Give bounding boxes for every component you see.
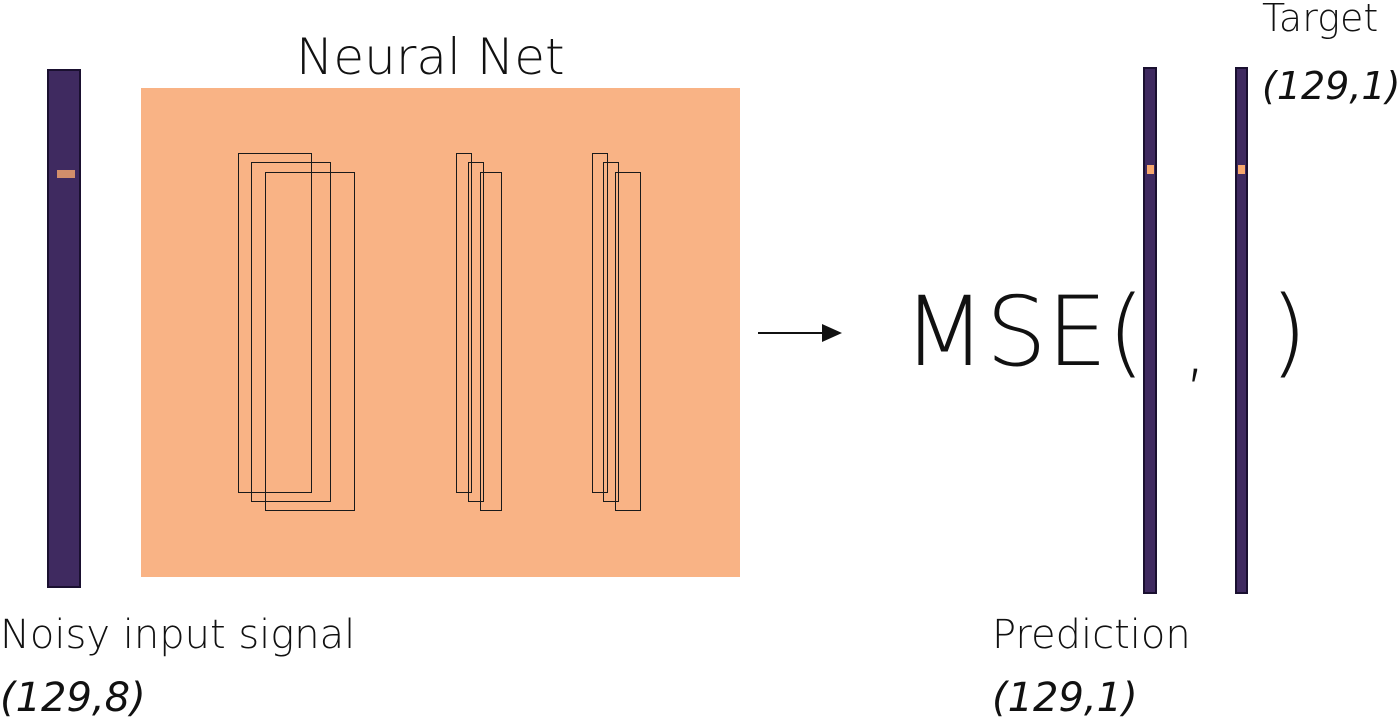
mse-function-close: ) <box>1270 276 1308 388</box>
mse-separator: , <box>1184 306 1207 390</box>
right-arrow-icon <box>758 324 842 342</box>
neural-net-title: Neural Net <box>296 28 565 86</box>
layer-1-sheet-a <box>238 153 312 493</box>
target-signal-bar <box>1235 67 1248 594</box>
layer-1-sheet-b <box>251 162 331 502</box>
prediction-peak-marker <box>1147 165 1154 174</box>
layer-1-sheet-c <box>265 172 355 511</box>
layer-2-sheet-a <box>456 153 472 493</box>
prediction-shape: (129,1) <box>992 675 1138 721</box>
layer-3-sheet-c <box>615 172 641 511</box>
layer-2-sheet-c <box>480 172 502 511</box>
prediction-signal-bar <box>1143 67 1157 594</box>
target-shape: (129,1) <box>1262 64 1400 108</box>
input-label: Noisy input signal <box>0 612 356 658</box>
neural-net-box <box>141 88 740 577</box>
target-label: Target <box>1262 0 1379 40</box>
prediction-label: Prediction <box>992 612 1191 658</box>
mse-function-open: MSE( <box>903 276 1145 388</box>
layer-3-sheet-b <box>603 162 619 502</box>
layer-3-sheet-a <box>592 153 608 493</box>
layer-2-sheet-b <box>468 162 484 502</box>
target-peak-marker <box>1238 165 1245 174</box>
input-shape: (129,8) <box>0 675 146 721</box>
noisy-input-signal-bar <box>47 69 81 588</box>
input-signal-marker <box>57 170 75 178</box>
